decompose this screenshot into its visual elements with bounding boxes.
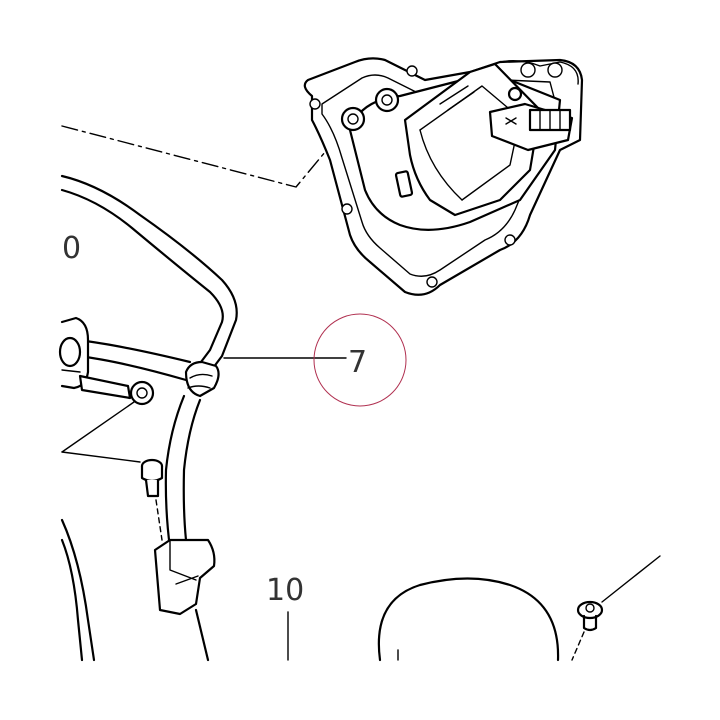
part-10-cover: [377, 555, 661, 662]
callout-label-part-7: 7: [348, 345, 367, 380]
hose-pipe-assembly: [58, 174, 238, 662]
dash-dot-leader-line: [61, 125, 341, 188]
callout-label-part-10: 10: [266, 573, 304, 608]
highlight-circle-part-7: [313, 313, 407, 407]
housing-cover-assembly: [303, 57, 584, 296]
callout-label-part-0: 0: [62, 231, 81, 266]
bolts: [61, 374, 164, 498]
